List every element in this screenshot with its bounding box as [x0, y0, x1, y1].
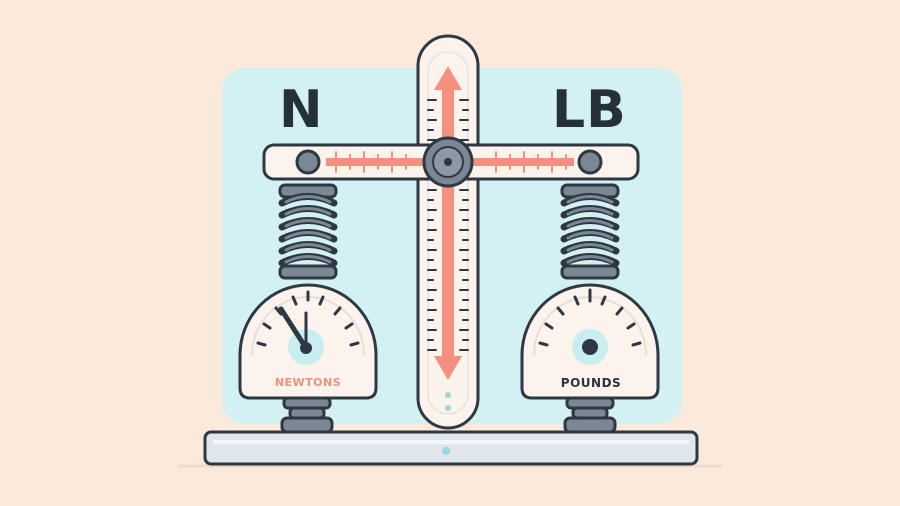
left-spring — [278, 183, 338, 280]
newtons-dial — [238, 283, 378, 434]
horizontal-beam — [262, 136, 640, 188]
pound-unit-label: LB — [552, 80, 627, 140]
ruler-ticks — [427, 99, 469, 351]
pounds-dial-label: POUNDS — [560, 376, 622, 390]
vertical-ruler — [416, 34, 480, 430]
newtons-dial-label: NEWTONS — [274, 376, 342, 389]
right-spring — [560, 183, 620, 280]
newton-unit-label: N — [279, 80, 324, 140]
base-platform — [203, 430, 699, 466]
